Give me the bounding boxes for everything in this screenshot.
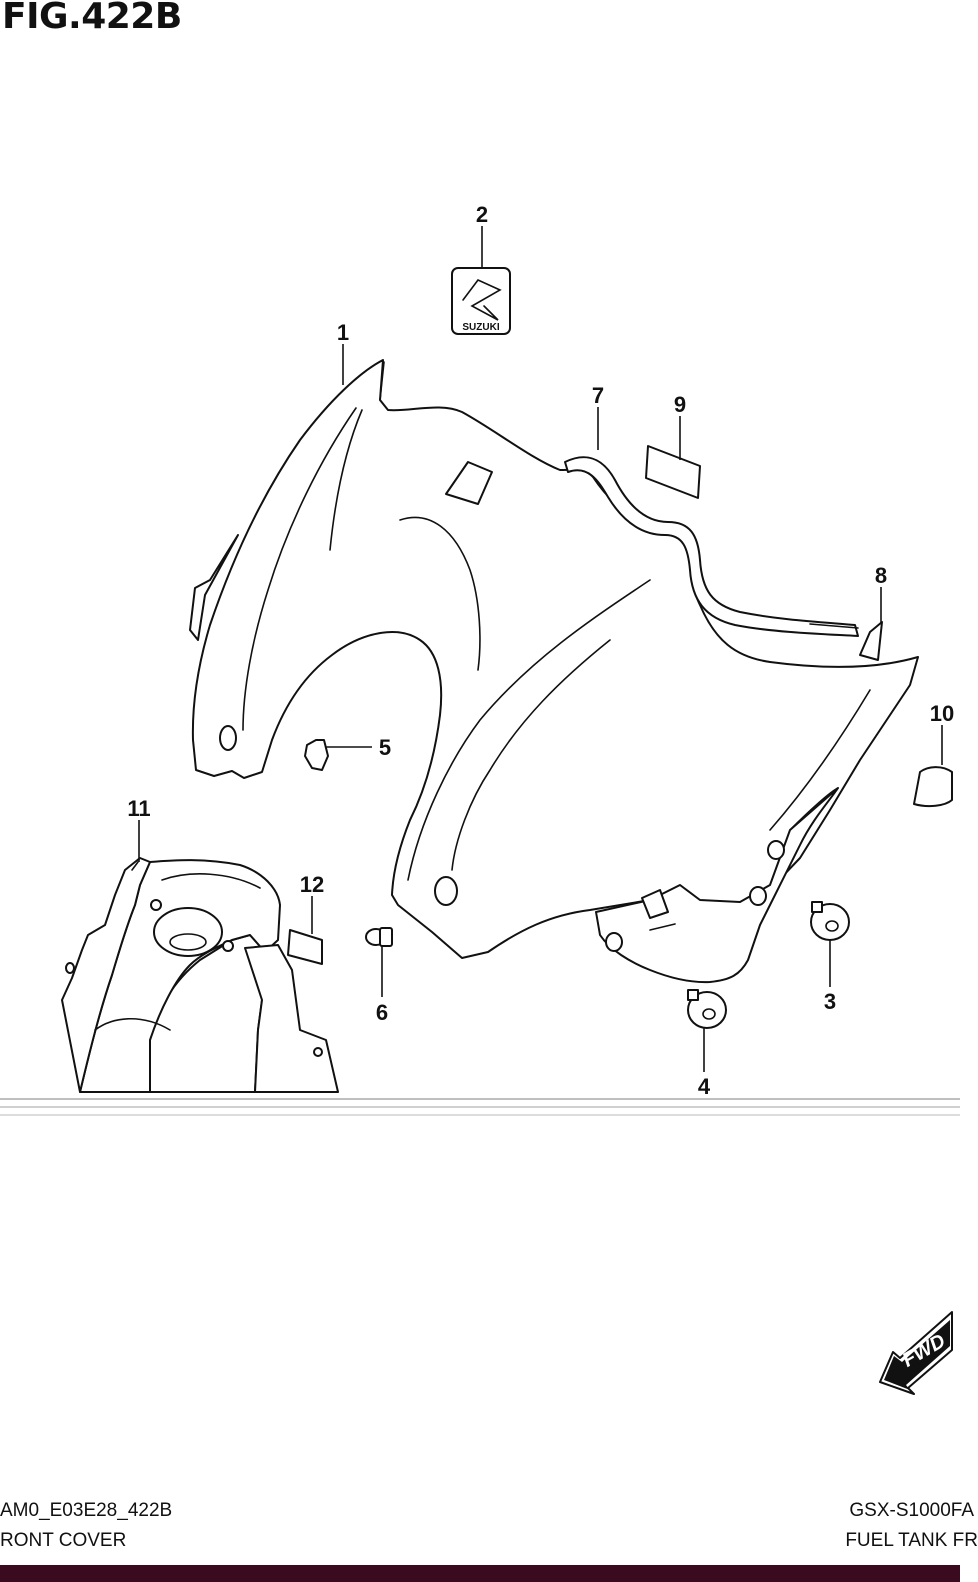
callout-numbers: 1 2 3 4 5 6 7 8 9 10 11 12: [127, 202, 954, 1099]
callout-9: 9: [674, 392, 686, 417]
part-6-push-rivet: [365, 927, 393, 947]
part-2-emblem: SUZUKI: [451, 267, 511, 335]
footer-drawing-code: AM0_E03E28_422B: [0, 1500, 173, 1521]
part-12-pad: [287, 929, 323, 965]
figure-title: FIG.422B: [2, 0, 182, 37]
callout-4: 4: [698, 1074, 711, 1099]
callout-10: 10: [930, 701, 954, 726]
part-8-wedge: [859, 621, 883, 661]
part-11-inner-cover: [61, 857, 339, 1093]
scan-noise-band: [0, 1098, 960, 1116]
fwd-arrow-icon: FWD: [879, 1311, 953, 1395]
callout-7: 7: [592, 383, 604, 408]
part-9-pad: [645, 445, 701, 499]
bottom-bar: [0, 1565, 960, 1582]
part-1-front-cover: [189, 359, 919, 959]
callout-1: 1: [337, 320, 349, 345]
lower-bracket: [595, 787, 839, 984]
callout-3: 3: [824, 989, 836, 1014]
callout-12: 12: [300, 872, 324, 897]
leader-lines: [138, 226, 943, 1072]
emblem-text: SUZUKI: [462, 322, 499, 333]
footer-section-name-left: RONT COVER: [0, 1530, 127, 1551]
callout-5: 5: [379, 735, 391, 760]
callout-6: 6: [376, 1000, 388, 1025]
part-4-grommet: [687, 989, 727, 1029]
footer-model-code: GSX-S1000FA: [849, 1500, 974, 1521]
part-7-trim-strip: [564, 456, 859, 637]
footer-section-name-right: FUEL TANK FR: [845, 1530, 978, 1551]
part-10-cap: [913, 766, 953, 808]
callout-11: 11: [127, 796, 150, 821]
callout-2: 2: [476, 202, 488, 227]
part-3-grommet: [810, 901, 850, 941]
part-5-clip: [304, 739, 329, 771]
callout-8: 8: [875, 563, 887, 588]
